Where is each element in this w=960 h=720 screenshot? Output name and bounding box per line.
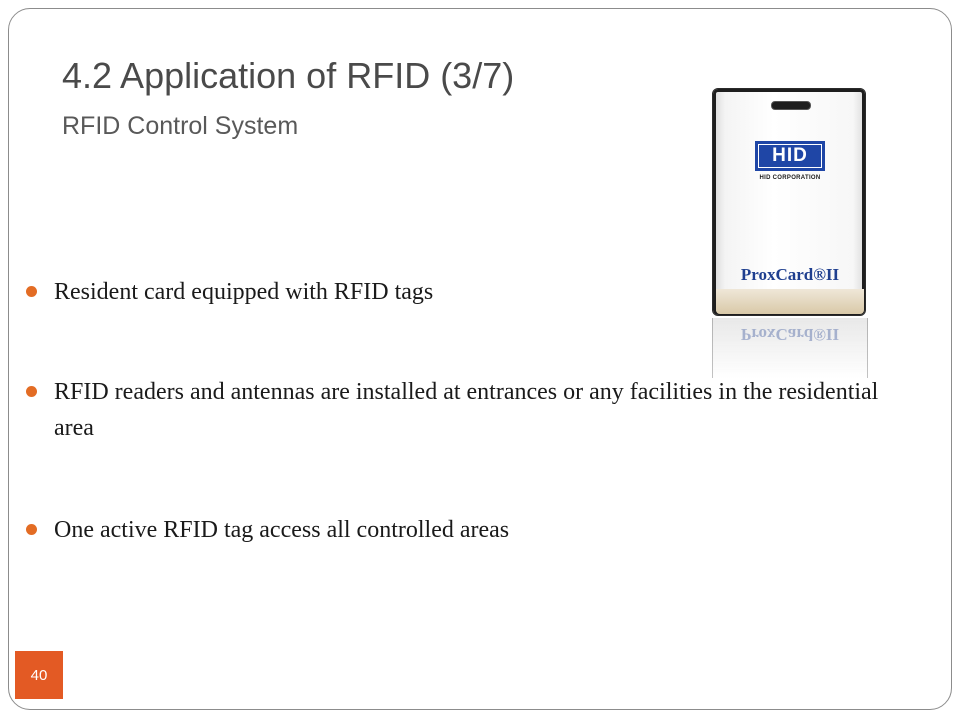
card-slot [771,101,811,110]
page-number-badge: 40 [15,651,63,699]
card-bottom-edge [716,289,864,314]
proxcard-label: ProxCard®II [740,265,840,284]
bullet-item-active-tag: One active RFID tag access all controlle… [22,512,509,548]
hid-corporation-label: HID CORPORATION [759,175,821,181]
slide-title: 4.2 Application of RFID (3/7) [62,55,515,96]
rfid-card-image: HID HID CORPORATION ProxCard®II ProxCard… [712,88,868,378]
slide-subtitle: RFID Control System [62,112,299,140]
bullet-item-resident-card: Resident card equipped with RFID tags [22,274,433,310]
hid-logo-text: HID [758,144,822,168]
card-reflection: ProxCard®II [712,318,868,378]
bullet-item-readers-antennas: RFID readers and antennas are installed … [22,374,922,446]
id-card: HID HID CORPORATION ProxCard®II [712,88,866,316]
hid-logo: HID [755,141,825,171]
proxcard-reflection-label: ProxCard®II [740,325,840,344]
